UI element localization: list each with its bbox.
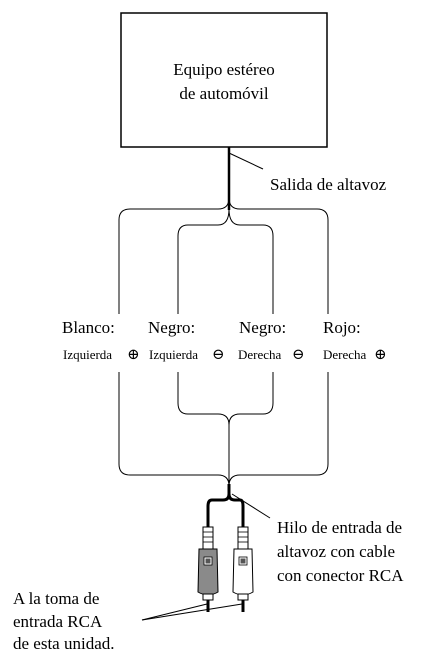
stereo-label-line1: Equipo estéreo (173, 60, 275, 79)
input-cable-leader (231, 493, 271, 519)
speaker-output-label: Salida de altavoz (270, 175, 387, 194)
polarity-plus-icon: ⊕ (374, 347, 387, 363)
wire-color-3: Negro: (239, 318, 286, 337)
rca-plug-left-icon (197, 526, 219, 612)
wire-side-1: Izquierda (63, 347, 112, 362)
rca-jack-label-line1: A la toma de (13, 589, 99, 608)
rca-jack-leader-left (141, 603, 208, 621)
wire-side-4: Derecha (323, 347, 367, 362)
rca-plug-right-icon (232, 526, 254, 612)
speaker-output-leader (228, 152, 264, 170)
rca-jack-label-line3: de esta unidad. (13, 634, 115, 651)
rca-jack-leader-right (141, 603, 243, 621)
input-cable-label-line3: con conector RCA (277, 566, 404, 585)
wire-side-2: Izquierda (149, 347, 198, 362)
car-stereo-box (120, 12, 328, 148)
polarity-minus-icon: ⊖ (292, 347, 305, 363)
wire-color-1: Blanco: (62, 318, 115, 337)
wire-color-4: Rojo: (323, 318, 361, 337)
wire-side-3: Derecha (238, 347, 282, 362)
rca-jack-label-line2: entrada RCA (13, 612, 103, 631)
rca-cable-split (206, 484, 245, 528)
wire-color-2: Negro: (148, 318, 195, 337)
label-mask (60, 314, 380, 372)
input-cable-label-line1: Hilo de entrada de (277, 518, 402, 537)
polarity-plus-icon: ⊕ (127, 347, 140, 363)
polarity-minus-icon: ⊖ (212, 347, 225, 363)
input-cable-label-line2: altavoz con cable (277, 542, 395, 561)
stereo-label-line2: de automóvil (179, 84, 269, 103)
